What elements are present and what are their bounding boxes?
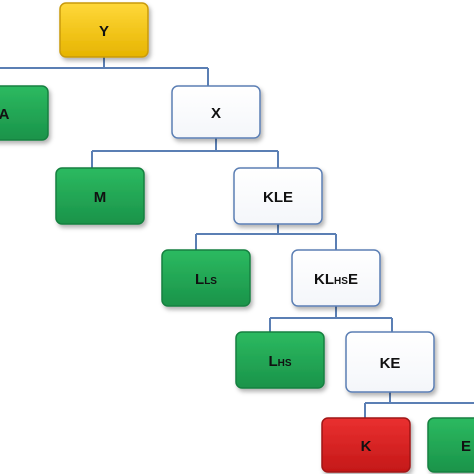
node-a: A (0, 85, 49, 141)
connectors (0, 57, 474, 418)
connector-klhse-children (269, 306, 393, 332)
connector-kle-children (195, 222, 337, 250)
svg-text:A: A (0, 106, 10, 123)
node-y: Y (59, 2, 149, 58)
svg-text:E: E (461, 438, 471, 455)
connector-y-children (0, 57, 209, 86)
svg-text:KLE: KLE (263, 189, 293, 206)
node-klhse: KLHSE (291, 249, 381, 307)
svg-text:M: M (94, 189, 107, 206)
svg-text:K: K (361, 438, 372, 455)
node-x: X (171, 85, 261, 139)
svg-text:X: X (211, 105, 221, 122)
node-kle: KLE (233, 167, 323, 225)
node-e: E (427, 417, 474, 473)
svg-text:Y: Y (99, 23, 109, 40)
svg-text:KLHSE: KLHSE (314, 271, 358, 288)
node-ke: KE (345, 331, 435, 393)
connector-x-children (91, 136, 279, 168)
node-lls: LLS (161, 249, 251, 307)
node-lhs: LHS (235, 331, 325, 389)
node-m: M (55, 167, 145, 225)
svg-text:LHS: LHS (268, 353, 291, 370)
connector-ke-children (364, 392, 474, 418)
svg-text:LLS: LLS (195, 271, 217, 288)
svg-text:KE: KE (380, 355, 401, 372)
node-k: K (321, 417, 411, 473)
